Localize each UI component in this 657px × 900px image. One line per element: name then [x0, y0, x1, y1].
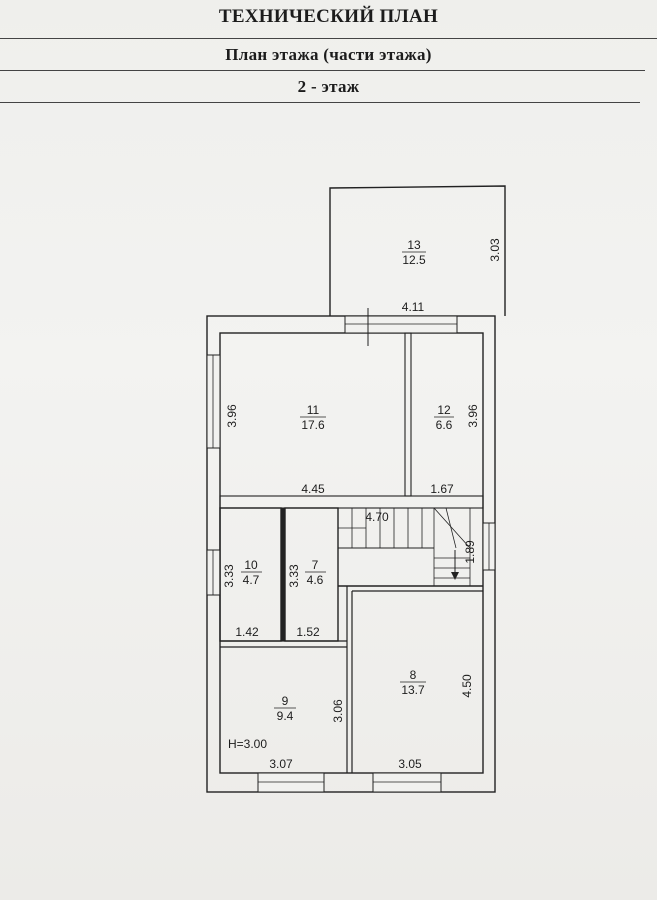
dim-3-06: 3.06 [331, 699, 345, 723]
height-note: H=3.00 [228, 737, 267, 751]
room-label-12: 12 6.6 [434, 403, 454, 432]
room-label-11: 11 17.6 [300, 403, 326, 432]
svg-text:7: 7 [312, 558, 319, 572]
svg-text:13: 13 [407, 238, 421, 252]
room-label-13: 13 12.5 [402, 238, 426, 267]
svg-text:13.7: 13.7 [401, 683, 425, 697]
svg-text:10: 10 [244, 558, 258, 572]
header-rule-2 [0, 102, 640, 103]
dim-1-52: 1.52 [296, 625, 320, 639]
svg-text:12: 12 [437, 403, 451, 417]
window-left-lower [206, 549, 221, 596]
room-label-8: 8 13.7 [400, 668, 426, 697]
header-rule-1 [0, 70, 645, 71]
svg-text:8: 8 [410, 668, 417, 682]
page-title: ТЕХНИЧЕСКИЙ ПЛАН [218, 6, 439, 27]
svg-text:11: 11 [307, 403, 320, 417]
room-label-7: 7 4.6 [305, 558, 326, 587]
dim-3-33-b: 3.33 [287, 564, 301, 588]
window-top [344, 315, 458, 334]
dim-3-33-a: 3.33 [222, 564, 236, 588]
room-label-9: 9 9.4 [274, 694, 296, 723]
svg-text:9: 9 [282, 694, 289, 708]
header-rule-top [0, 38, 657, 39]
window-left-upper [206, 354, 221, 449]
outer-wall [206, 315, 496, 793]
dim-1-89: 1.89 [463, 540, 477, 564]
dim-3-96-right: 3.96 [466, 404, 480, 428]
svg-text:12.5: 12.5 [402, 253, 426, 267]
plan-subtitle: План этажа (части этажа) [225, 45, 432, 64]
dim-3-03: 3.03 [488, 238, 502, 262]
window-bottom-left [257, 772, 325, 793]
dim-3-07: 3.07 [269, 757, 293, 771]
svg-text:6.6: 6.6 [436, 418, 453, 432]
window-bottom-right [372, 772, 442, 793]
dim-4-50: 4.50 [460, 674, 474, 698]
svg-text:17.6: 17.6 [301, 418, 325, 432]
dim-1-42: 1.42 [235, 625, 259, 639]
svg-text:4.7: 4.7 [243, 573, 260, 587]
dim-3-05: 3.05 [398, 757, 422, 771]
svg-text:9.4: 9.4 [277, 709, 294, 723]
window-right [482, 522, 496, 571]
dim-4-45: 4.45 [301, 482, 325, 496]
partition-11-12 [404, 332, 412, 497]
room-13-walls [329, 185, 506, 316]
svg-text:4.6: 4.6 [307, 573, 324, 587]
wall-below-11-12 [219, 495, 484, 509]
floor-label: 2 - этаж [297, 77, 360, 96]
staircase [337, 507, 484, 587]
dim-3-96-left: 3.96 [225, 404, 239, 428]
room-label-10: 10 4.7 [241, 558, 262, 587]
dim-4-70: 4.70 [365, 510, 389, 524]
dim-1-67: 1.67 [430, 482, 454, 496]
dim-4-11: 4.11 [402, 300, 425, 314]
